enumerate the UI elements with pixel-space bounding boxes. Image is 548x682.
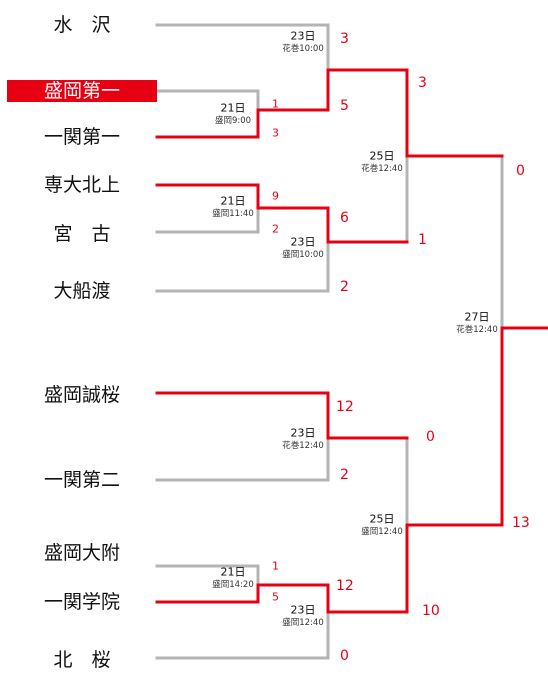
team-highlight-bg	[7, 80, 157, 102]
match-venue-time: 盛岡14:20	[212, 579, 254, 590]
score: 12	[336, 399, 354, 415]
match-day: 23日	[291, 427, 316, 440]
team-name: 盛岡大附	[44, 542, 120, 564]
team-name: 一関学院	[44, 591, 120, 613]
match-day: 23日	[291, 236, 316, 249]
score: 3	[272, 127, 279, 140]
match-day: 27日	[465, 311, 490, 324]
score: 2	[340, 467, 349, 483]
score: 0	[426, 429, 435, 445]
match-day: 25日	[370, 150, 395, 163]
score: 13	[512, 515, 530, 531]
match-day: 25日	[370, 513, 395, 526]
match-venue-time: 盛岡12:40	[282, 617, 324, 628]
match-day: 23日	[291, 30, 316, 43]
team-name: 専大北上	[44, 174, 120, 196]
bracket-lines	[155, 23, 548, 660]
score: 1	[418, 232, 427, 248]
score: 3	[340, 31, 349, 47]
score: 10	[422, 603, 440, 619]
team-highlights	[7, 80, 157, 102]
score: 9	[272, 190, 279, 203]
team-name: 水 沢	[53, 14, 110, 36]
match-venue-time: 盛岡11:40	[212, 208, 254, 219]
score: 5	[272, 591, 279, 604]
score: 3	[418, 75, 427, 91]
team-name: 盛岡誠桜	[44, 384, 120, 406]
score: 2	[340, 279, 349, 295]
score: 0	[516, 163, 525, 179]
match-venue-time: 花巻12:40	[456, 324, 498, 335]
match-day: 21日	[221, 102, 246, 115]
match-day: 21日	[221, 195, 246, 208]
score: 2	[272, 223, 279, 236]
team-name: 北 桜	[53, 649, 110, 671]
match-day: 21日	[221, 566, 246, 579]
match-venue-time: 盛岡12:40	[361, 526, 403, 537]
match-venue-time: 花巻12:40	[282, 440, 324, 451]
score: 1	[272, 98, 279, 111]
match-info: 23日花巻10:0021日盛岡9:0021日盛岡11:4023日盛岡10:002…	[212, 30, 498, 629]
team-name: 一関第二	[44, 469, 120, 491]
match-venue-time: 盛岡9:00	[215, 115, 251, 126]
score: 5	[340, 98, 349, 114]
match-venue-time: 盛岡10:00	[282, 249, 324, 260]
team-name: 盛岡第一	[44, 80, 120, 102]
score: 12	[336, 578, 354, 594]
score: 6	[340, 210, 349, 226]
team-name: 宮 古	[53, 223, 110, 245]
team-name: 一関第一	[44, 126, 120, 148]
match-venue-time: 花巻12:40	[361, 163, 403, 174]
team-name: 大船渡	[53, 280, 110, 302]
match-day: 23日	[291, 604, 316, 617]
match-venue-time: 花巻10:00	[282, 43, 324, 54]
score: 0	[340, 648, 349, 664]
score: 1	[272, 560, 279, 573]
